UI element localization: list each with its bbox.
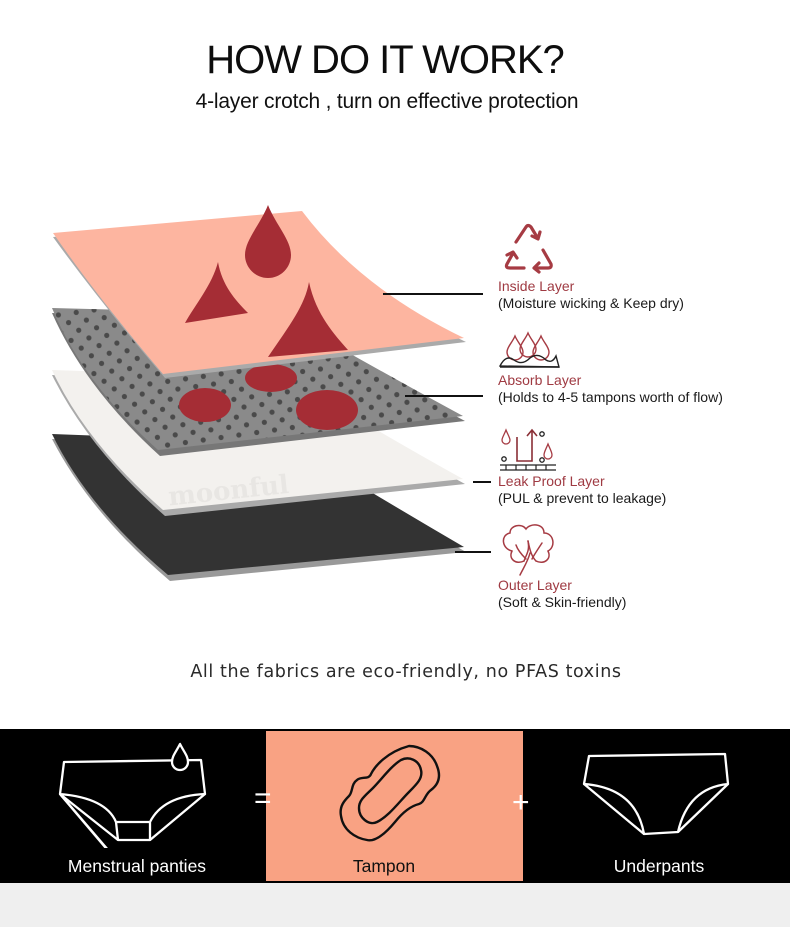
layer-stack-diagram: moonful [52,205,491,581]
blood-drop-icon [185,262,248,323]
layer-name: Outer Layer [498,577,572,593]
layer-name: Absorb Layer [498,372,582,388]
layer-info-outer: Outer Layer (Soft & Skin-friendly) [498,521,626,611]
layer-name: Inside Layer [498,278,575,294]
layer-description: (Soft & Skin-friendly) [498,594,627,610]
leak-barrier-icon [500,428,556,471]
absorb-drops-icon [498,331,560,368]
blood-drop-icon [268,282,348,357]
underpants-icon [582,752,730,836]
plus-operator: + [512,786,530,819]
blood-drop-icon [245,205,291,278]
layer-description: (Holds to 4-5 tampons worth of flow) [498,389,723,405]
layer-info-inside: Inside Layer (Moisture wicking & Keep dr… [498,220,684,312]
tampon-label: Tampon [352,856,416,876]
cotton-icon [502,524,554,576]
sanitary-pad-icon [339,744,441,842]
page-subtitle: 4-layer crotch , turn on effective prote… [195,90,579,113]
underpants-label: Underpants [613,856,705,876]
equals-operator: = [254,782,272,815]
inside-layer-sheet [53,205,466,378]
layer-description: (Moisture wicking & Keep dry) [498,295,684,311]
layer-info-leak-proof: Leak Proof Layer (PUL & prevent to leaka… [498,427,666,507]
recycle-icon [504,223,553,274]
page-title: HOW DO IT WORK? [206,38,565,82]
panties-with-drop-icon [58,742,207,848]
eco-friendly-note: All the fabrics are eco-friendly, no PFA… [190,662,622,682]
layer-description: (PUL & prevent to leakage) [498,490,667,506]
footer-background [0,883,790,927]
layer-info-absorb: Absorb Layer (Holds to 4-5 tampons worth… [498,330,723,406]
layer-name: Leak Proof Layer [498,473,605,489]
menstrual-panties-label: Menstrual panties [67,856,207,876]
